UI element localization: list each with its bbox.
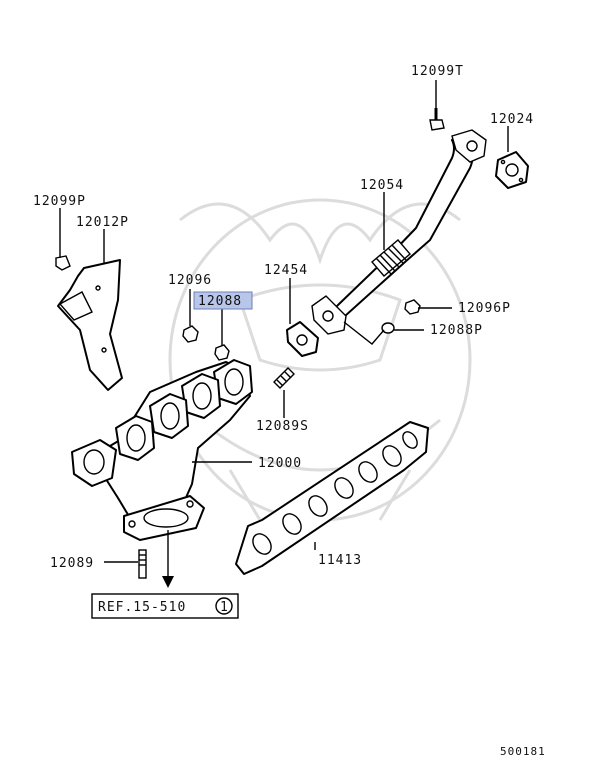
callout-12000[interactable]: 12000 [258, 456, 302, 471]
exhaust-manifold-12000-part[interactable] [71, 359, 253, 541]
callout-12089S[interactable]: 12089S [256, 419, 309, 434]
reference-text: REF.15-510 [98, 600, 186, 615]
callout-12089[interactable]: 12089 [50, 556, 94, 571]
callout-12088-highlighted[interactable]: 12088 [193, 291, 253, 310]
nut-12096P-part[interactable] [404, 299, 421, 315]
gasket-12454-part[interactable] [286, 321, 319, 357]
callout-12096[interactable]: 12096 [168, 273, 212, 288]
callout-12012P[interactable]: 12012P [76, 215, 129, 230]
callout-12099T[interactable]: 12099T [411, 64, 464, 79]
gasket-12024-part[interactable] [495, 151, 529, 189]
callout-12088[interactable]: 12088 [198, 294, 242, 309]
reference-box[interactable]: REF.15-510 1 [91, 593, 239, 619]
heat-shield-12012P-part[interactable] [57, 259, 123, 391]
diagram-number: 500181 [500, 745, 546, 758]
stud-12089S-part[interactable] [273, 367, 295, 389]
down-arrow-icon [162, 576, 174, 588]
callout-12088P[interactable]: 12088P [430, 323, 483, 338]
bolt-12099P-part[interactable] [55, 255, 71, 271]
bolt-12099T-part[interactable] [429, 108, 445, 131]
leader-lines [59, 80, 509, 576]
washer-12088P-part[interactable] [381, 322, 395, 334]
manifold-gasket-11413-part[interactable] [235, 421, 429, 575]
stud-12089-part[interactable] [138, 549, 147, 579]
nut-12096-part[interactable] [182, 325, 199, 343]
egr-pipe-bellows [371, 239, 411, 277]
nut-12088-part[interactable] [214, 344, 230, 361]
callout-12024[interactable]: 12024 [490, 112, 534, 127]
callout-highlight-box [193, 291, 253, 310]
egr-pipe-part[interactable] [311, 129, 487, 335]
callout-12454[interactable]: 12454 [264, 263, 308, 278]
reference-circle-number: 1 [220, 600, 228, 615]
watermark-logo [168, 198, 472, 522]
callout-12096P[interactable]: 12096P [458, 301, 511, 316]
callout-12099P[interactable]: 12099P [33, 194, 86, 209]
callout-11413[interactable]: 11413 [318, 553, 362, 568]
callout-12054[interactable]: 12054 [360, 178, 404, 193]
